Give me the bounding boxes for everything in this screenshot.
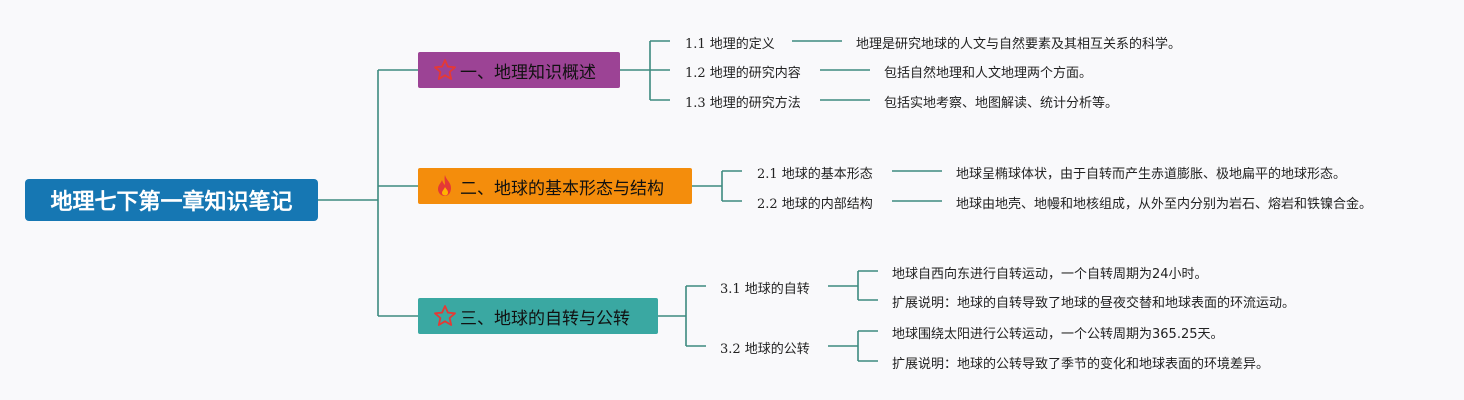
connector-s3-sub2	[828, 330, 878, 362]
subtopic-3-2[interactable]: 3.2 地球的公转	[720, 342, 810, 357]
connector-s3	[658, 285, 706, 347]
subtopic-2-1[interactable]: 2.1 地球的基本形态	[757, 167, 873, 182]
section-1-topic[interactable]: 一、地理知识概述	[418, 52, 620, 88]
leaf-3-2-a[interactable]: 地球围绕太阳进行公转运动，一个公转周期为365.25天。	[892, 327, 1224, 342]
leaf-1-3[interactable]: 包括实地考察、地图解读、统计分析等。	[884, 96, 1119, 111]
subtopic-1-1[interactable]: 1.1 地理的定义	[685, 37, 775, 52]
star-icon	[432, 57, 458, 83]
connector-s3-sub1	[828, 270, 878, 301]
connector-root	[318, 69, 418, 317]
leaf-3-1-b[interactable]: 扩展说明：地球的自转导致了地球的昼夜交替和地球表面的环流运动。	[892, 296, 1296, 311]
root-topic-label: 地理七下第一章知识笔记	[50, 190, 293, 215]
leaf-1-1[interactable]: 地理是研究地球的人文与自然要素及其相互关系的科学。	[856, 37, 1182, 52]
leaf-2-2[interactable]: 地球由地壳、地幔和地核组成，从外至内分别为岩石、熔岩和铁镍合金。	[956, 197, 1373, 212]
section-3-topic[interactable]: 三、地球的自转与公转	[418, 298, 658, 334]
connector-s1	[620, 40, 670, 101]
fire-icon	[432, 173, 458, 199]
star-icon	[432, 303, 458, 329]
root-topic[interactable]: 地理七下第一章知识笔记	[25, 179, 318, 221]
leaf-3-1-a[interactable]: 地球自西向东进行自转运动，一个自转周期为24小时。	[892, 267, 1208, 282]
section-2-topic[interactable]: 二、地球的基本形态与结构	[418, 168, 692, 204]
leaf-1-2[interactable]: 包括自然地理和人文地理两个方面。	[884, 66, 1093, 81]
leaf-2-1[interactable]: 地球呈椭球体状，由于自转而产生赤道膨胀、极地扁平的地球形态。	[956, 167, 1347, 182]
subtopic-1-2[interactable]: 1.2 地理的研究内容	[685, 66, 801, 81]
subtopic-3-1[interactable]: 3.1 地球的自转	[720, 282, 810, 297]
leaf-3-2-b[interactable]: 扩展说明：地球的公转导致了季节的变化和地球表面的环境差异。	[892, 357, 1270, 372]
section-3-label: 三、地球的自转与公转	[460, 308, 630, 329]
subtopic-2-2[interactable]: 2.2 地球的内部结构	[757, 197, 873, 212]
section-1-label: 一、地理知识概述	[460, 62, 596, 83]
connector-s2	[692, 170, 742, 202]
section-2-label: 二、地球的基本形态与结构	[460, 178, 664, 199]
subtopic-1-3[interactable]: 1.3 地理的研究方法	[685, 96, 801, 111]
